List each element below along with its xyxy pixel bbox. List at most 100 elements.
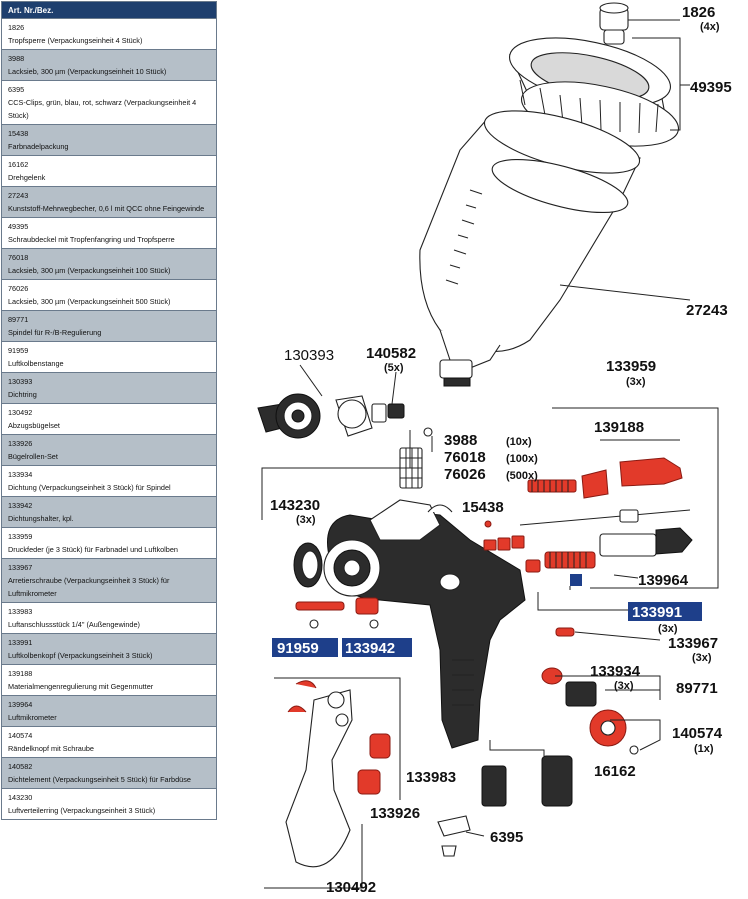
- part-number: 133967: [8, 563, 33, 572]
- part-description: Dichtelement (Verpackungseinheit 5 Stück…: [8, 775, 191, 784]
- part-number: 133934: [8, 470, 33, 479]
- trigger-drawing: [285, 680, 391, 868]
- callout-133934: 133934: [590, 663, 641, 680]
- part-number: 130492: [8, 408, 33, 417]
- part-number: 139964: [8, 700, 33, 709]
- air-cap-drawing: [257, 393, 405, 439]
- part-description: Schraubdeckel mit Tropfenfangring und Tr…: [8, 235, 175, 244]
- part-number: 91959: [8, 346, 29, 355]
- part-description: Materialmengenregulierung mit Gegenmutte…: [8, 682, 154, 691]
- needle-spring-drawing: [483, 457, 693, 586]
- part-number: 133942: [8, 501, 33, 510]
- part-number: 1826: [8, 23, 25, 32]
- callout-133991-qty: (3x): [658, 623, 678, 635]
- part-description: Luftanschlussstück 1/4" (Außengewinde): [8, 620, 140, 629]
- air-distribution-ring-drawing: [293, 542, 323, 588]
- part-description: Spindel für R-/B-Regulierung: [8, 328, 102, 337]
- part-description: Rändelknopf mit Schraube: [8, 744, 94, 753]
- part-description: CCS-Clips, grün, blau, rot, schwarz (Ver…: [8, 98, 197, 120]
- callout-133967: 133967: [668, 635, 718, 652]
- ccs-clip-drawing: [437, 815, 471, 857]
- callout-3988: 3988: [444, 432, 477, 449]
- callout-139964: 139964: [638, 572, 689, 589]
- callout-1826: 1826: [682, 4, 715, 21]
- callout-15438: 15438: [462, 499, 504, 516]
- callout-140574: 140574: [672, 725, 723, 742]
- part-number: 89771: [8, 315, 29, 324]
- part-description: Kunststoff-Mehrwegbecher, 0,6 l mit QCC …: [8, 204, 205, 213]
- part-number: 76026: [8, 284, 29, 293]
- part-description: Luftmikrometer: [8, 713, 57, 722]
- part-number: 3988: [8, 54, 25, 63]
- callout-1826-qty: (4x): [700, 21, 720, 33]
- part-description: Tropfsperre (Verpackungseinheit 4 Stück): [8, 36, 143, 45]
- callout-27243: 27243: [686, 302, 728, 319]
- callout-133934-qty: (3x): [614, 680, 634, 692]
- drip-stop-drawing: [599, 2, 629, 45]
- callout-76018: 76018: [444, 449, 486, 466]
- callout-49395: 49395: [690, 79, 732, 96]
- callout-143230: 143230: [270, 497, 320, 514]
- part-number: 6395: [8, 85, 25, 94]
- callout-133991-box: [628, 602, 702, 621]
- callout-133959: 133959: [606, 358, 656, 375]
- part-number: 133959: [8, 532, 33, 541]
- gun-body-drawing: [323, 499, 526, 749]
- callout-133942: 133942: [345, 640, 395, 657]
- part-description: Lacksieb, 300 µm (Verpackungseinheit 10 …: [8, 67, 167, 76]
- callout-133983: 133983: [406, 769, 456, 786]
- callout-76018-qty: (100x): [506, 453, 538, 465]
- part-description: Lacksieb, 300 µm (Verpackungseinheit 100…: [8, 266, 171, 275]
- table-header: Art. Nr./Bez.: [1, 1, 217, 19]
- leader-lines: [261, 19, 719, 889]
- part-description: Farbnadelpackung: [8, 142, 69, 151]
- part-description: Dichtring: [8, 390, 37, 399]
- callout-130393: 130393: [284, 347, 334, 364]
- part-number: 140574: [8, 731, 33, 740]
- callout-91959: 91959: [277, 640, 319, 657]
- callouts: 1826 (4x) 49395 27243 140582 (5x) 130393…: [270, 4, 732, 896]
- callout-133926: 133926: [370, 805, 420, 822]
- part-description: Lacksieb, 300 µm (Verpackungseinheit 500…: [8, 297, 171, 306]
- piston-rod-drawing: [295, 597, 379, 629]
- callout-91959-box: [272, 638, 338, 657]
- callout-133967-qty: (3x): [692, 652, 712, 664]
- part-description: Bügelrollen-Set: [8, 452, 58, 461]
- part-number: 140582: [8, 762, 33, 771]
- part-description: Dichtungshalter, kpl.: [8, 514, 74, 523]
- callout-76026-qty: (500x): [506, 470, 538, 482]
- part-description: Druckfeder (je 3 Stück) für Farbnadel un…: [8, 545, 178, 554]
- part-number: 76018: [8, 253, 29, 262]
